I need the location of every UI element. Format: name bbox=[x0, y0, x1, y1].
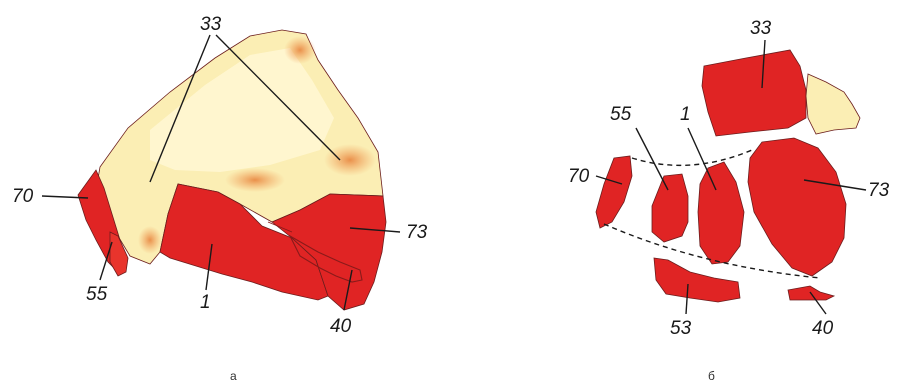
panel-b-label-53: 53 bbox=[670, 318, 692, 339]
panel-a-hotspot bbox=[324, 144, 376, 176]
panel-b-fragment-53 bbox=[653, 257, 741, 303]
panel-a-leader-55 bbox=[99, 241, 113, 281]
panel-a-caption: а bbox=[230, 369, 237, 383]
panel-b-fragment-70 bbox=[595, 155, 633, 229]
panel-a-hotspot bbox=[138, 226, 162, 254]
panel-b-fragment-55 bbox=[651, 173, 689, 243]
panel-b-leader-33 bbox=[761, 39, 766, 89]
panel-b-label-70: 70 bbox=[568, 166, 590, 187]
panel-b-leader-55 bbox=[635, 127, 669, 191]
panel-a-leader-73 bbox=[349, 227, 401, 233]
panel-b-leader-1 bbox=[687, 127, 717, 191]
panel-a-label-33: 33 bbox=[200, 14, 222, 35]
panel-b-label-33: 33 bbox=[750, 18, 772, 39]
panel-a-leader-40 bbox=[343, 269, 353, 311]
panel-b-label-40: 40 bbox=[812, 318, 834, 339]
panel-b-leader-40 bbox=[809, 291, 827, 315]
panel-a-region-40-inner bbox=[267, 221, 293, 233]
panel-b-dashed-arc-top bbox=[631, 149, 753, 167]
panel-a-hotspot bbox=[284, 36, 316, 64]
panel-b-fragment-33 bbox=[701, 49, 807, 137]
panel-b-label-73: 73 bbox=[868, 180, 890, 201]
panel-a-label-70: 70 bbox=[12, 186, 34, 207]
panel-a-label-55: 55 bbox=[86, 284, 108, 305]
panel-a-leader-33-right bbox=[215, 34, 341, 161]
panel-a-label-40: 40 bbox=[330, 316, 352, 337]
panel-b-caption: б bbox=[708, 369, 715, 383]
panel-b: 33 55 1 70 73 53 40 б bbox=[568, 18, 890, 383]
panel-b-leader-53 bbox=[685, 283, 689, 315]
panel-a-leader-33-left bbox=[149, 34, 211, 183]
panel-a-region-40 bbox=[288, 234, 363, 283]
panel-a-label-1: 1 bbox=[200, 292, 211, 313]
panel-b-fragment-1 bbox=[697, 161, 745, 265]
panel-b-label-1: 1 bbox=[680, 104, 691, 125]
panel-a-leader-1 bbox=[205, 243, 213, 291]
panel-a: 33 70 55 1 73 40 а bbox=[12, 14, 428, 383]
panel-a-hotspot bbox=[225, 168, 285, 192]
panel-a-label-73: 73 bbox=[406, 222, 428, 243]
panel-b-fragment-73 bbox=[747, 137, 847, 277]
panel-a-region-1 bbox=[159, 183, 329, 301]
panel-b-leader-73 bbox=[803, 179, 867, 191]
panel-b-label-55: 55 bbox=[610, 104, 632, 125]
panel-b-shard-cream bbox=[805, 73, 861, 135]
panel-b-leader-70 bbox=[595, 175, 623, 185]
panel-a-light-area bbox=[150, 48, 334, 172]
panel-a-region-55 bbox=[109, 231, 129, 277]
panel-a-leader-70 bbox=[41, 195, 89, 199]
